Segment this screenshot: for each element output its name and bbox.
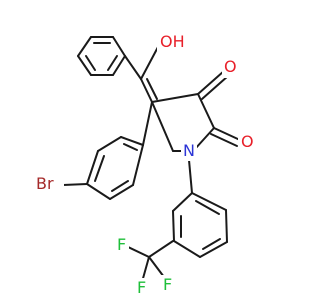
phenyl-ring xyxy=(77,36,126,76)
fluorine-label-3: F xyxy=(163,275,172,294)
nitrogen-label: N xyxy=(183,141,195,160)
pyrrolidinedione-ring xyxy=(151,70,241,152)
molecule-structure: OH O O N Br F F F xyxy=(34,32,254,298)
fluorine-label-2: F xyxy=(137,278,146,297)
hydroxyl-label: OH xyxy=(160,32,185,51)
amide-oxygen-label: O xyxy=(241,132,254,151)
trifluoromethylphenyl-ring xyxy=(125,159,228,283)
bromophenyl-ring xyxy=(62,101,153,200)
ketone-oxygen-label: O xyxy=(224,57,237,76)
atom-labels: OH O O N Br F F F xyxy=(34,32,254,298)
bromine-label: Br xyxy=(36,174,54,193)
enol-group xyxy=(124,46,159,103)
fluorine-label-1: F xyxy=(117,235,126,254)
